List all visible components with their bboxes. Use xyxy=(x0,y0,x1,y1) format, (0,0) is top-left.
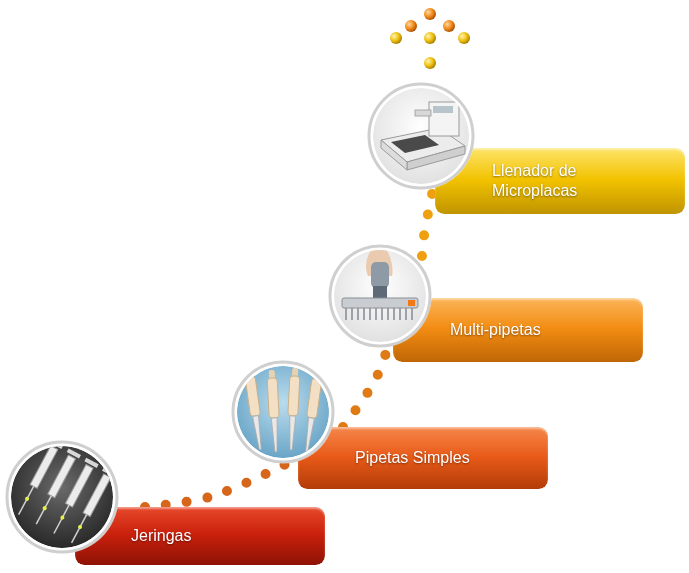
step-label: Llenador de Microplacas xyxy=(492,161,610,201)
step-label: Pipetas Simples xyxy=(355,448,470,468)
step-label: Multi-pipetas xyxy=(450,320,541,340)
step-label: Jeringas xyxy=(131,526,191,546)
step-bar: Pipetas Simples xyxy=(298,427,548,489)
dot-trail xyxy=(145,458,298,507)
dot-cluster xyxy=(390,8,470,69)
step-bar: Multi-pipetas xyxy=(393,298,643,362)
step-bar: Llenador de Microplacas xyxy=(435,148,685,214)
step-bar: Jeringas xyxy=(75,507,325,565)
